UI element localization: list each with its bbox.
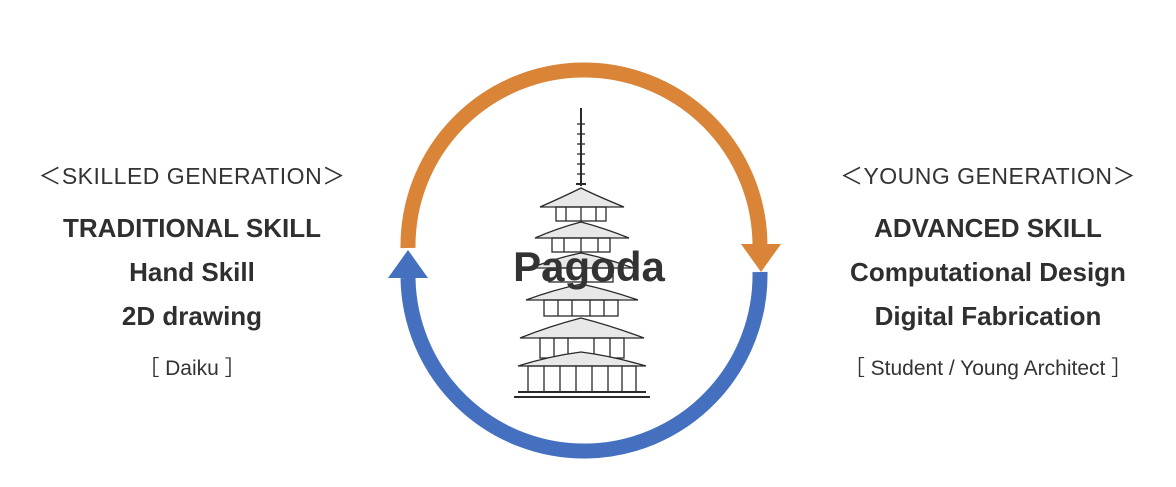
young-skill-list: ADVANCED SKILL Computational Design Digi… xyxy=(800,206,1176,338)
skilled-generation-panel: ＜SKILLED GENERATION＞ TRADITIONAL SKILL H… xyxy=(0,158,384,384)
skilled-skill-2d-drawing: 2D drawing xyxy=(121,301,263,331)
young-skill-fabrication: Digital Fabrication xyxy=(874,301,1102,331)
young-skill-advanced: ADVANCED SKILL xyxy=(874,213,1102,243)
cycle-diagram xyxy=(388,62,781,459)
bottom-cycle-arrow-arc xyxy=(400,271,768,459)
pagoda-icon xyxy=(514,108,650,398)
bottom-cycle-arrowhead xyxy=(388,250,428,278)
skilled-role: ［ Daiku ］ xyxy=(138,357,246,380)
skilled-skill-traditional: TRADITIONAL SKILL xyxy=(62,213,322,243)
skilled-skill-list: TRADITIONAL SKILL Hand Skill 2D drawing xyxy=(0,206,384,338)
pagoda-label: Pagoda xyxy=(513,243,665,290)
top-cycle-arrowhead xyxy=(741,244,781,272)
skilled-skill-hand: Hand Skill xyxy=(129,257,255,287)
top-cycle-arrow-arc xyxy=(400,62,768,249)
young-role: ［ Student / Young Architect ］ xyxy=(843,357,1133,380)
young-generation-heading: ＜YOUNG GENERATION＞ xyxy=(839,163,1137,189)
skilled-generation-heading: ＜SKILLED GENERATION＞ xyxy=(38,163,346,189)
young-skill-computational: Computational Design xyxy=(850,257,1126,287)
young-generation-panel: ＜YOUNG GENERATION＞ ADVANCED SKILL Comput… xyxy=(800,158,1176,384)
